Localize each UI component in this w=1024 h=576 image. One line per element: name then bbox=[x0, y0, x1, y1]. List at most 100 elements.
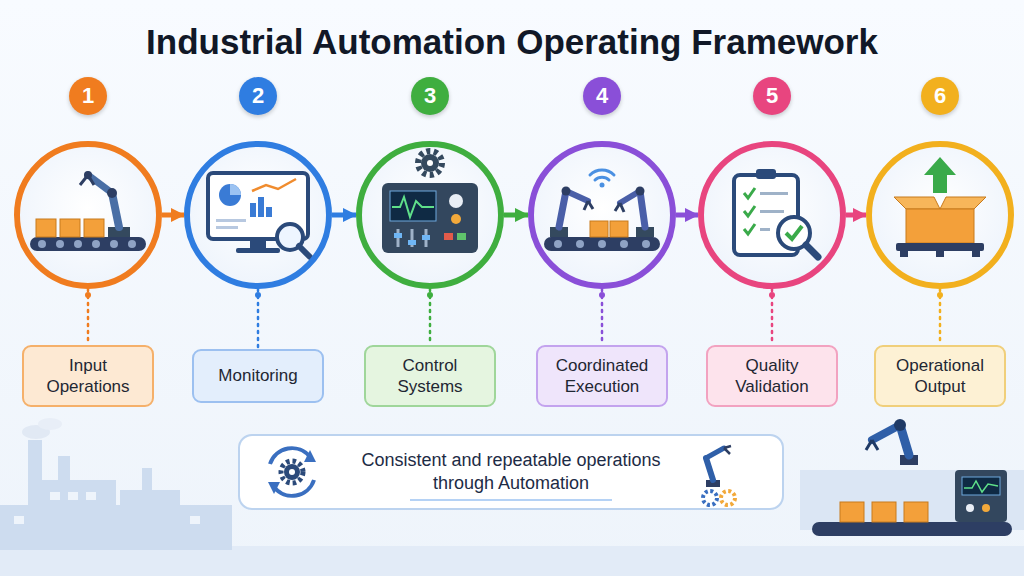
note-panel-fill bbox=[240, 436, 782, 508]
step-label-box: Operational Output bbox=[874, 345, 1006, 408]
step-label: Control Systems bbox=[376, 355, 484, 398]
factory-skyline bbox=[68, 492, 78, 500]
leader-dot bbox=[255, 292, 261, 298]
monitor-icon bbox=[299, 246, 310, 257]
ground-strip bbox=[0, 546, 1024, 576]
monitor-icon bbox=[252, 179, 296, 191]
step-number: 1 bbox=[69, 77, 107, 115]
clipboard-icon bbox=[760, 192, 788, 195]
ring-fill bbox=[534, 147, 670, 283]
control-panel-icon bbox=[449, 194, 463, 208]
leader-dot bbox=[937, 292, 943, 298]
control-panel-icon bbox=[394, 233, 402, 238]
robot-arm-icon bbox=[80, 175, 94, 185]
output-box-icon bbox=[936, 251, 944, 257]
factory-skyline bbox=[38, 418, 62, 430]
clipboard-icon bbox=[744, 224, 755, 234]
clipboard-icon bbox=[760, 210, 784, 213]
flow-arrow bbox=[504, 213, 528, 218]
robot-arm-icon bbox=[92, 240, 100, 248]
dual-robot-icon bbox=[584, 201, 593, 210]
robot-conveyor bbox=[964, 481, 998, 492]
clipboard-icon bbox=[744, 188, 755, 198]
robot-arm-icon bbox=[38, 240, 46, 248]
leader-dot bbox=[599, 292, 605, 298]
robot-conveyor bbox=[872, 502, 896, 522]
cycle-gear-icon bbox=[284, 464, 300, 480]
step-label: Quality Validation bbox=[718, 355, 826, 398]
step-circle: 4 bbox=[528, 141, 676, 289]
mini-robot-icon bbox=[706, 448, 724, 458]
step-label: Coordinated Execution bbox=[548, 355, 656, 398]
step-number: 3 bbox=[411, 77, 449, 115]
control-panel-icon bbox=[451, 214, 461, 224]
step-label: Operational Output bbox=[886, 355, 994, 398]
robot-arm-icon bbox=[112, 193, 119, 227]
note-panel-fill bbox=[410, 499, 612, 501]
control-panel-icon bbox=[382, 151, 478, 253]
step-label: Monitoring bbox=[218, 365, 297, 386]
mini-robot-icon bbox=[703, 491, 717, 505]
mini-robot-icon bbox=[724, 446, 731, 454]
cycle-gear-icon bbox=[289, 469, 295, 475]
summary-text: Consistent and repeatable operations thr… bbox=[340, 449, 682, 496]
dual-robot-icon bbox=[590, 221, 608, 237]
robot-conveyor bbox=[866, 440, 878, 450]
ring-fill bbox=[190, 147, 326, 283]
factory-skyline bbox=[0, 418, 232, 550]
step-label-box: Quality Validation bbox=[706, 345, 838, 408]
monitor-icon bbox=[216, 219, 246, 222]
note-panel-fill bbox=[240, 436, 782, 508]
robot-conveyor bbox=[955, 470, 1007, 522]
output-box-icon bbox=[906, 209, 974, 243]
monitor-icon bbox=[266, 207, 272, 217]
step-number: 6 bbox=[921, 77, 959, 115]
dual-robot-icon bbox=[636, 187, 645, 196]
monitor-icon bbox=[230, 184, 241, 195]
output-box-icon bbox=[940, 197, 986, 209]
dual-robot-icon bbox=[590, 170, 614, 180]
dual-robot-icon bbox=[642, 240, 650, 248]
dual-robot-icon bbox=[620, 240, 628, 248]
cycle-gear-icon bbox=[268, 482, 280, 494]
flow-arrow bbox=[332, 213, 356, 218]
robot-arm-icon bbox=[60, 219, 80, 237]
output-box-icon bbox=[900, 251, 908, 257]
control-panel-icon bbox=[422, 235, 430, 240]
robot-conveyor bbox=[966, 504, 974, 512]
ring-fill bbox=[20, 147, 1008, 283]
robot-conveyor bbox=[962, 477, 1000, 495]
factory-skyline bbox=[190, 516, 200, 524]
dual-robot-icon bbox=[610, 221, 628, 237]
control-panel-icon bbox=[382, 183, 478, 253]
dual-robot-icon bbox=[544, 170, 660, 251]
step-number: 2 bbox=[239, 77, 277, 115]
dual-robot-icon bbox=[640, 191, 645, 227]
dual-robot-icon bbox=[554, 240, 562, 248]
control-panel-icon bbox=[418, 151, 442, 175]
cycle-gear-icon bbox=[304, 450, 316, 462]
dual-robot-icon bbox=[576, 240, 584, 248]
robot-conveyor bbox=[904, 502, 928, 522]
robot-arm-icon bbox=[30, 237, 146, 251]
mini-robot-icon bbox=[721, 491, 735, 505]
mini-robot-icon bbox=[703, 446, 735, 505]
step-label-box: Monitoring bbox=[192, 349, 324, 403]
factory-skyline bbox=[86, 492, 96, 500]
mini-robot-icon bbox=[706, 458, 713, 480]
step-label-box: Input Operations bbox=[22, 345, 154, 408]
step-label-box: Coordinated Execution bbox=[536, 345, 668, 408]
step-number: 4 bbox=[583, 77, 621, 115]
step-circle: 1 bbox=[14, 141, 162, 289]
ring-fill bbox=[362, 147, 498, 283]
factory-skyline bbox=[50, 492, 60, 500]
control-panel-icon bbox=[408, 240, 416, 245]
clipboard-icon bbox=[744, 206, 755, 216]
robot-arm-icon bbox=[128, 240, 136, 248]
diagram-title: Industrial Automation Operating Framewor… bbox=[12, 22, 1012, 62]
flow-arrow bbox=[846, 213, 866, 218]
monitor-icon bbox=[219, 184, 241, 206]
flow-arrow bbox=[162, 213, 184, 218]
step-circle: 2 bbox=[184, 141, 332, 289]
